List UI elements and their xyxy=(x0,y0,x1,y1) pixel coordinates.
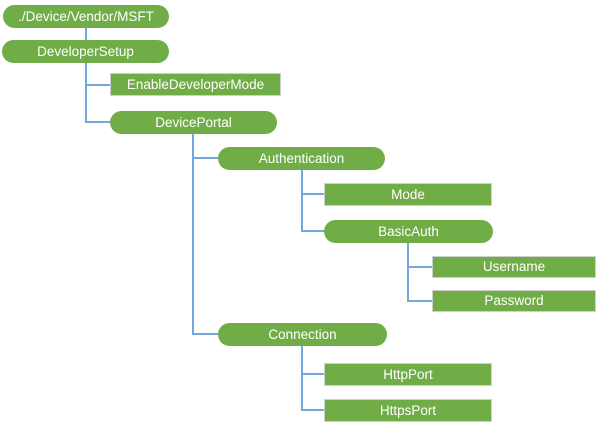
connector-to-enabledevelopermode xyxy=(85,84,110,86)
connector-connection-children-vertical xyxy=(301,346,303,411)
connector-deviceportal-children-vertical xyxy=(192,134,194,335)
tree-node-basicauth: BasicAuth xyxy=(324,220,493,243)
connector-to-httpport xyxy=(301,373,324,375)
connector-basicauth-children-vertical xyxy=(407,243,409,302)
tree-node-httpport: HttpPort xyxy=(324,363,492,386)
tree-node-username: Username xyxy=(432,256,596,278)
connector-authentication-children-vertical xyxy=(301,170,303,232)
tree-node-connection: Connection xyxy=(218,323,387,346)
connector-to-authentication xyxy=(192,157,218,159)
connector-to-deviceportal xyxy=(85,121,110,123)
connector-to-username xyxy=(407,266,432,268)
connector-developersetup-children-vertical xyxy=(85,62,87,123)
tree-node-enabledevelopermode: EnableDeveloperMode xyxy=(110,73,281,96)
connector-root-developersetup-vertical xyxy=(85,27,87,41)
connector-to-basicauth xyxy=(301,230,324,232)
connector-to-mode xyxy=(301,193,324,195)
tree-node-root: ./Device/Vendor/MSFT xyxy=(3,5,169,28)
tree-node-developersetup: DeveloperSetup xyxy=(2,40,169,63)
tree-node-deviceportal: DevicePortal xyxy=(110,111,277,134)
tree-node-mode: Mode xyxy=(324,183,492,206)
tree-node-httpsport: HttpsPort xyxy=(324,399,492,422)
tree-node-password: Password xyxy=(432,290,596,312)
connector-to-password xyxy=(407,300,432,302)
tree-node-authentication: Authentication xyxy=(218,147,385,170)
connector-to-httpsport xyxy=(301,409,324,411)
connector-to-connection xyxy=(192,333,218,335)
